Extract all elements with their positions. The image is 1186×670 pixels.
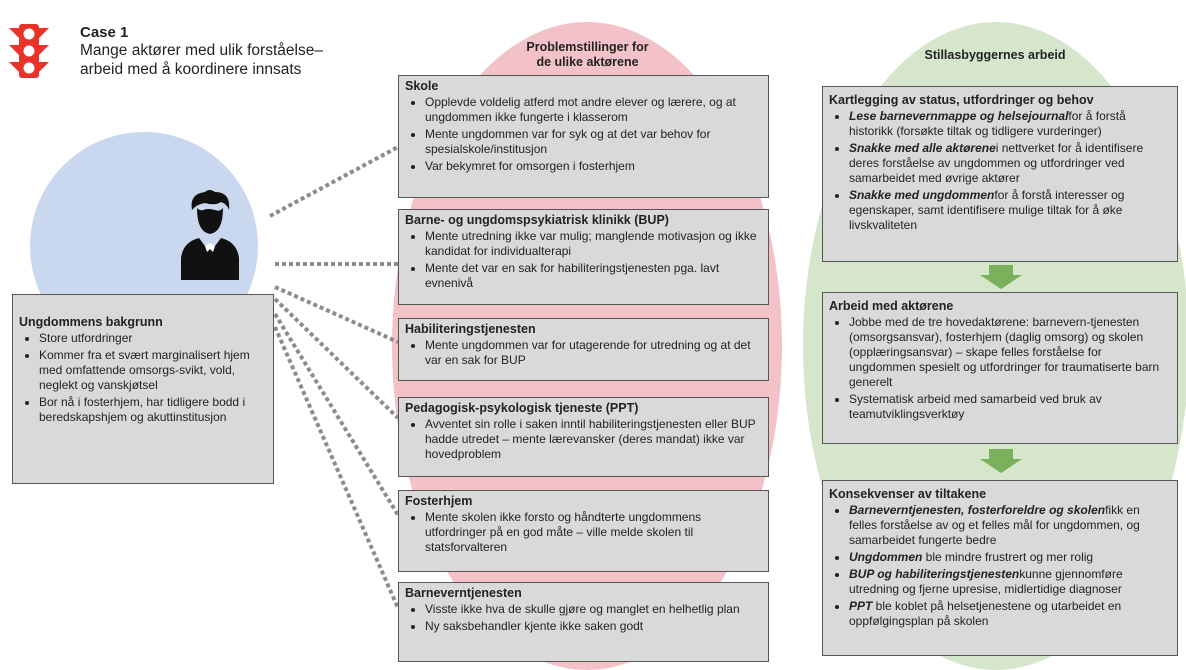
list-item: Avventet sin rolle i saken inntil habili… <box>425 417 762 462</box>
background-title: Ungdommens bakgrunn <box>19 315 163 329</box>
list-item: Snakke med ungdommenfor å forstå interes… <box>849 188 1171 233</box>
actor-title: Pedagogisk-psykologisk tjeneste (PPT) <box>405 401 639 415</box>
item-emphasis: Lese barnevernmappe og helsejournal <box>849 109 1069 123</box>
section-title: Kartlegging av status, utfordringer og b… <box>829 93 1094 107</box>
case-subtitle-line1: Mange aktører med ulik forståelse– <box>80 42 323 59</box>
list-item: Mente ungdommen var for utagerende for u… <box>425 338 762 368</box>
problems-title-line1: Problemstillinger for <box>526 40 649 54</box>
list-item: Ungdommen ble mindre frustrert og mer ro… <box>849 550 1171 565</box>
case-subtitle-line2: arbeid med å koordinere innsats <box>80 61 302 78</box>
list-item: Bor nå i fosterhjem, har tidligere bodd … <box>39 395 267 425</box>
problems-header: Problemstillinger for de ulike aktørene <box>460 40 715 70</box>
list-item: Mente ungdommen var for syk og at det va… <box>425 127 762 157</box>
item-emphasis: Snakke med ungdommen <box>849 188 995 202</box>
section-arbeid: Arbeid med aktørene Jobbe med de tre hov… <box>822 292 1178 444</box>
item-text: kunne gjennomføre utredning og fjerne up… <box>849 567 1123 596</box>
list-item: PPT ble koblet på helsetjenestene og uta… <box>849 599 1171 629</box>
work-title: Stillasbyggernes arbeid <box>924 48 1066 62</box>
list-item: Opplevde voldelig atferd mot andre eleve… <box>425 95 762 125</box>
actor-title: Barneverntjenesten <box>405 586 522 600</box>
actor-box-bup: Barne- og ungdomspsykiatrisk klinikk (BU… <box>398 209 769 305</box>
list-item: Jobbe med de tre hovedaktørene: barnever… <box>849 315 1171 390</box>
list-item: Mente utredning ikke var mulig; manglend… <box>425 229 762 259</box>
list-item: Systematisk arbeid med samarbeid ved bru… <box>849 392 1171 422</box>
section-title: Konsekvenser av tiltakene <box>829 487 987 501</box>
actor-title: Habiliteringstjenesten <box>405 322 536 336</box>
actor-title: Barne- og ungdomspsykiatrisk klinikk (BU… <box>405 213 669 227</box>
problems-title-line2: de ulike aktørene <box>536 55 639 69</box>
item-emphasis: Barneverntjenesten, fosterforeldre og sk… <box>849 503 1106 517</box>
list-item: Var bekymret for omsorgen i fosterhjem <box>425 159 762 174</box>
item-text: fikk en felles forståelse av og et felle… <box>849 503 1140 547</box>
down-arrow-icon <box>980 265 1022 289</box>
section-konsekvenser: Konsekvenser av tiltakene Barneverntjene… <box>822 480 1178 656</box>
item-emphasis: BUP og habiliteringstjenesten <box>849 567 1020 581</box>
item-text: for å forstå interesser og egenskaper, s… <box>849 188 1125 232</box>
person-icon <box>181 190 239 280</box>
background-list: Store utfordringer Kommer fra et svært m… <box>19 331 267 425</box>
list-item: Barneverntjenesten, fosterforeldre og sk… <box>849 503 1171 548</box>
actor-box-habilitering: Habiliteringstjenesten Mente ungdommen v… <box>398 318 769 381</box>
case-header: Case 1 Mange aktører med ulik forståelse… <box>80 24 323 79</box>
list-item: Mente det var en sak for habiliteringstj… <box>425 261 762 291</box>
list-item: BUP og habiliteringstjenestenkunne gjenn… <box>849 567 1171 597</box>
list-item: Store utfordringer <box>39 331 267 346</box>
item-emphasis: Snakke med alle aktørene <box>849 141 996 155</box>
list-item: Mente skolen ikke forsto og håndterte un… <box>425 510 762 555</box>
list-item: Kommer fra et svært marginalisert hjem m… <box>39 348 267 393</box>
item-emphasis: PPT <box>849 599 873 613</box>
background-box: Ungdommens bakgrunn Store utfordringer K… <box>12 294 274 484</box>
item-text: ble koblet på helsetjenestene og utarbei… <box>849 599 1122 628</box>
item-text: i nettverket for å identifisere deres fo… <box>849 141 1144 185</box>
list-item: Lese barnevernmappe og helsejournalfor å… <box>849 109 1171 139</box>
list-item: Visste ikke hva de skulle gjøre og mangl… <box>425 602 762 617</box>
item-emphasis: Ungdommen <box>849 550 923 564</box>
traffic-light-icon <box>9 24 49 78</box>
actor-title: Fosterhjem <box>405 494 473 508</box>
case-title: Case 1 <box>80 24 129 41</box>
actor-box-fosterhjem: Fosterhjem Mente skolen ikke forsto og h… <box>398 490 769 572</box>
actor-box-ppt: Pedagogisk-psykologisk tjeneste (PPT) Av… <box>398 397 769 477</box>
actor-box-skole: Skole Opplevde voldelig atferd mot andre… <box>398 75 769 198</box>
down-arrow-icon <box>980 449 1022 473</box>
item-text: for å forstå historikk (forsøkte tiltak … <box>849 109 1126 138</box>
section-kartlegging: Kartlegging av status, utfordringer og b… <box>822 86 1178 262</box>
list-item: Ny saksbehandler kjente ikke saken godt <box>425 619 762 634</box>
actor-title: Skole <box>405 79 439 93</box>
actor-box-barnevern: Barneverntjenesten Visste ikke hva de sk… <box>398 582 769 662</box>
section-title: Arbeid med aktørene <box>829 299 954 313</box>
list-item: Snakke med alle aktørenei nettverket for… <box>849 141 1171 186</box>
item-text: ble mindre frustrert og mer rolig <box>922 550 1094 564</box>
